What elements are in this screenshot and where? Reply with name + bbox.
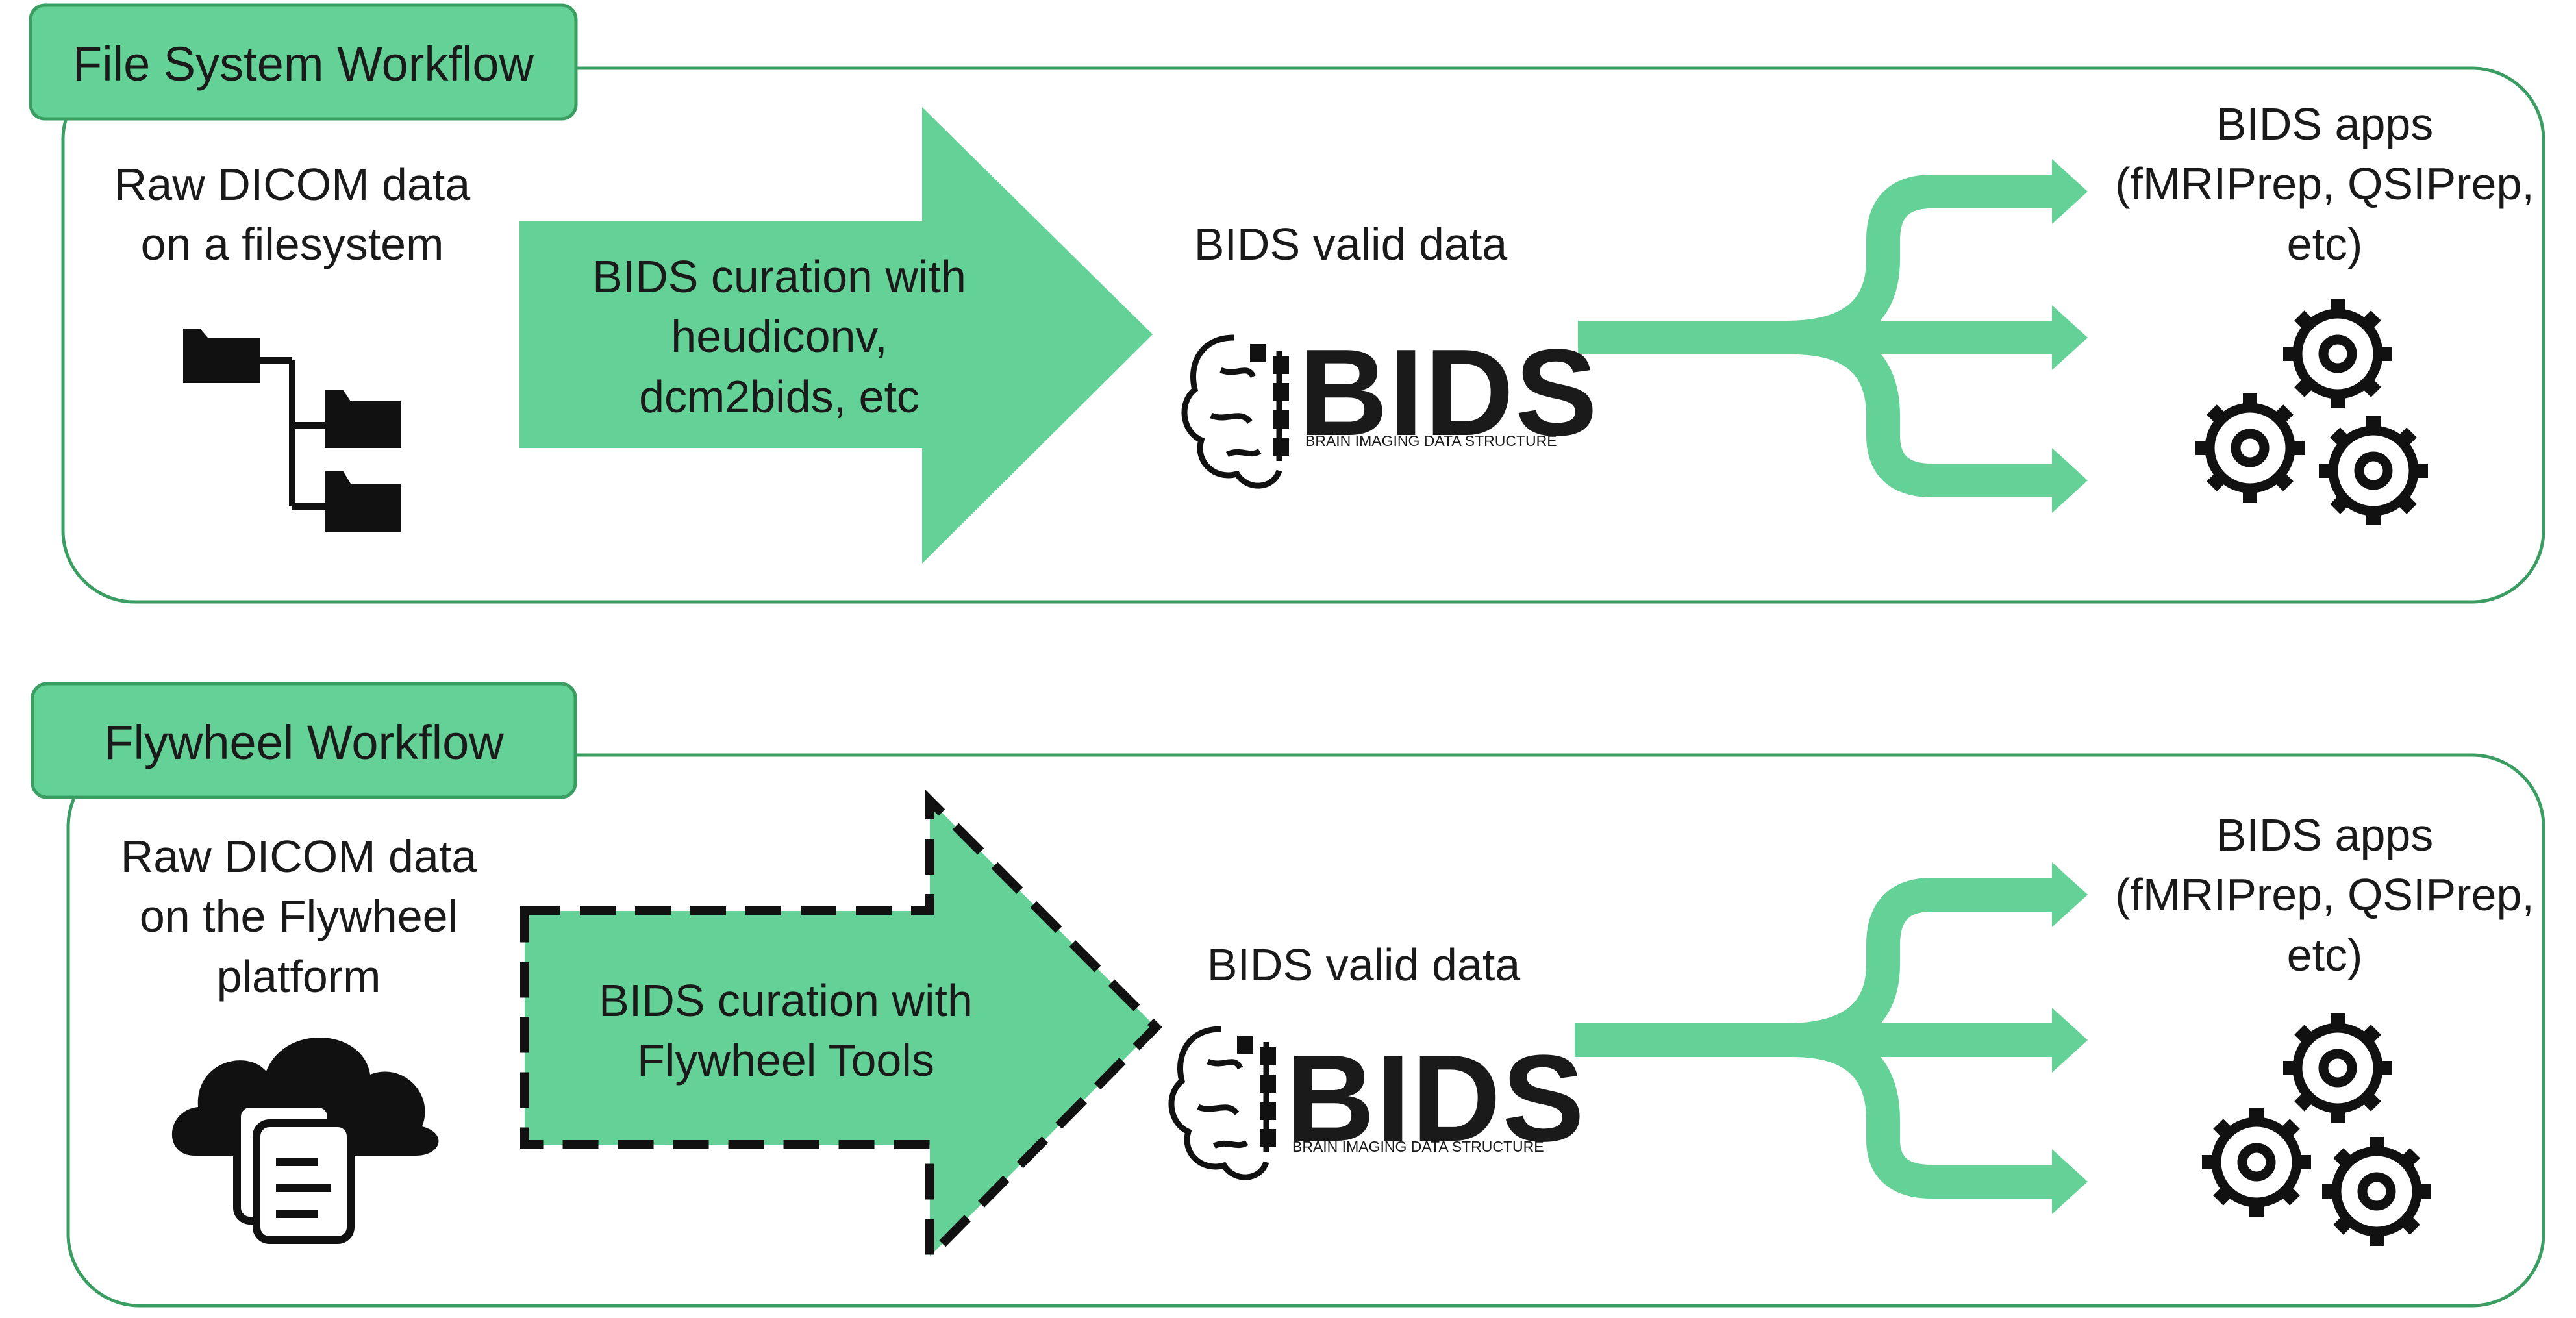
bids-logo-text: BIDS [1286,1030,1586,1167]
folder-tree-icon [183,329,401,532]
source-text: Raw DICOM data on a filesystem [114,159,471,270]
workflow-label: File System Workflow [73,37,534,91]
workflow-border [61,66,2545,604]
workflow-border [66,753,2545,1308]
branch-arrow [1575,878,2058,1199]
workflow-label-tab [31,682,577,799]
bids-logo-text: BIDS [1299,324,1599,462]
curation-arrow [520,790,1162,1268]
flywheel-workflow-panel: Flywheel Workflow Raw DICOM data on the … [0,678,2576,1318]
workflow-label: Flywheel Workflow [104,715,504,769]
branch-arrowheads [2052,159,2088,513]
flywheel-workflow-graphics [31,682,2545,1308]
curation-arrow [519,107,1153,564]
curation-text: BIDS curation with heudiconv, dcm2bids, … [592,251,966,422]
bids-logo-subtext: BRAIN IMAGING DATA STRUCTURE [1305,432,1557,449]
workflow-label-tab [29,3,578,121]
branch-arrowheads [2052,862,2088,1214]
bids-valid-text: BIDS valid data [1207,939,1521,990]
bids-valid-text: BIDS valid data [1194,219,1508,269]
curation-text: BIDS curation with Flywheel Tools [599,975,973,1086]
gears-icon [2195,299,2428,525]
bids-logo-subtext: BRAIN IMAGING DATA STRUCTURE [1292,1138,1544,1155]
file-system-workflow-panel: File System Workflow Raw DICOM data on a… [0,0,2576,623]
apps-text: BIDS apps (fMRIPrep, QSIPrep, etc) [2115,99,2534,269]
gears-icon [2202,1013,2431,1246]
cloud-documents-icon [171,1037,439,1244]
file-system-workflow-graphics [29,3,2545,604]
file-stack-icon [1250,344,1289,456]
branch-arrow [1578,175,2058,497]
source-text: Raw DICOM data on the Flywheel platform [120,831,477,1002]
apps-text: BIDS apps (fMRIPrep, QSIPrep, etc) [2115,810,2534,980]
file-stack-icon [1237,1036,1276,1147]
